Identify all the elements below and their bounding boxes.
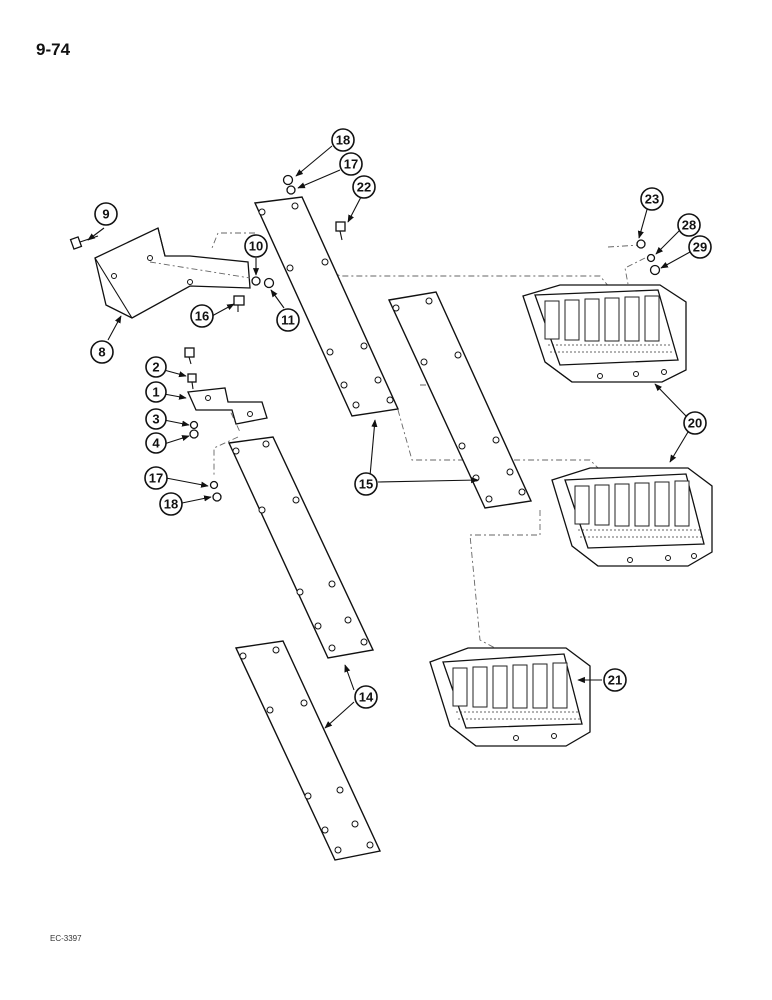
callout-17-top: 17 xyxy=(339,152,363,176)
leader-lines xyxy=(87,145,691,729)
callout-8: 8 xyxy=(90,340,114,364)
plate-bracket-1 xyxy=(187,387,268,425)
figure-code: EC-3397 xyxy=(50,934,82,943)
callout-label: 4 xyxy=(152,436,160,451)
callout-15: 15 xyxy=(354,472,378,496)
callout-label: 2 xyxy=(152,360,159,375)
callout-16: 16 xyxy=(190,304,214,328)
callout-label: 1 xyxy=(152,385,159,400)
callout-28: 28 xyxy=(677,213,701,237)
callout-label: 9 xyxy=(102,207,109,222)
hardware xyxy=(69,174,661,502)
callout-label: 17 xyxy=(344,157,358,172)
callout-label: 11 xyxy=(281,313,295,328)
callout-1: 1 xyxy=(145,381,167,403)
callout-18-top: 18 xyxy=(331,128,355,152)
callout-label: 20 xyxy=(688,416,702,431)
callout-label: 10 xyxy=(249,239,263,254)
callout-label: 17 xyxy=(149,471,163,486)
callout-label: 23 xyxy=(645,192,659,207)
plate-14-upper xyxy=(227,436,375,659)
plate-15-right xyxy=(387,291,533,509)
callout-23: 23 xyxy=(640,187,664,211)
callout-22: 22 xyxy=(352,175,376,199)
callout-29: 29 xyxy=(688,235,712,259)
callout-label: 18 xyxy=(164,497,178,512)
callout-17-bottom: 17 xyxy=(144,466,168,490)
callout-label: 18 xyxy=(336,133,350,148)
plate-14-lower xyxy=(234,640,382,861)
bracket-8 xyxy=(94,227,251,319)
callout-2: 2 xyxy=(145,356,167,378)
callout-label: 15 xyxy=(359,477,373,492)
callout-18-bottom: 18 xyxy=(159,492,183,516)
callout-label: 8 xyxy=(98,345,105,360)
callout-14: 14 xyxy=(354,685,378,709)
callout-label: 16 xyxy=(195,309,209,324)
callout-label: 21 xyxy=(608,673,622,688)
callout-10: 10 xyxy=(244,234,268,258)
callout-label: 22 xyxy=(357,180,371,195)
step-tread-21 xyxy=(429,647,591,747)
page-number: 9-74 xyxy=(36,40,71,59)
step-tread-20-lower xyxy=(551,467,713,567)
callout-9: 9 xyxy=(94,202,118,226)
callout-3: 3 xyxy=(145,408,167,430)
callout-label: 3 xyxy=(152,412,159,427)
step-tread-20-upper xyxy=(522,284,687,383)
callout-21: 21 xyxy=(603,668,627,692)
callout-4: 4 xyxy=(145,432,167,454)
plate-15-left xyxy=(253,196,400,417)
callout-label: 14 xyxy=(359,690,374,705)
callout-20: 20 xyxy=(683,411,707,435)
callout-11: 11 xyxy=(276,308,300,332)
callout-label: 29 xyxy=(693,240,707,255)
callout-label: 28 xyxy=(682,218,696,233)
